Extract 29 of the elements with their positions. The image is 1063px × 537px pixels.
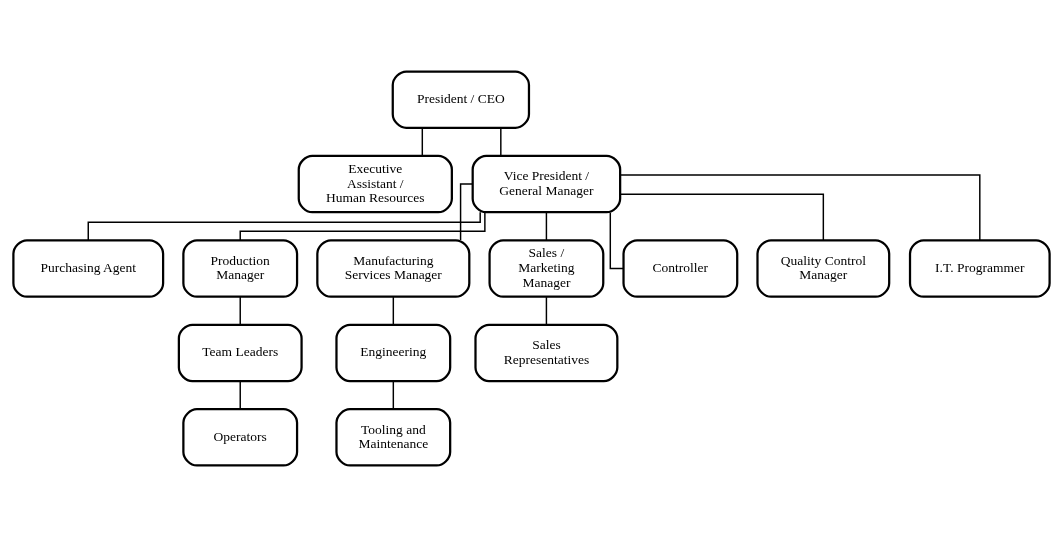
- connector: [392, 380, 395, 410]
- node-box: Sales Representatives: [474, 323, 619, 383]
- node-box: President / CEO: [391, 70, 531, 129]
- connector: [545, 296, 548, 326]
- connector: [619, 193, 825, 241]
- node-box: Tooling and Maintenance: [335, 408, 452, 467]
- node-box: Manufacturing Services Manager: [316, 239, 471, 298]
- node-box: Quality Control Manager: [756, 239, 891, 298]
- node-box: Production Manager: [182, 239, 299, 298]
- connector: [239, 296, 241, 326]
- node-box: Engineering: [335, 323, 452, 383]
- connector: [392, 296, 395, 326]
- node-box: I.T. Programmer: [908, 239, 1051, 298]
- connector: [421, 127, 424, 157]
- connector: [609, 211, 625, 270]
- connector: [459, 183, 474, 241]
- node-box: Team Leaders: [177, 323, 303, 383]
- connector: [500, 127, 502, 157]
- node-box: Purchasing Agent: [12, 239, 165, 298]
- node-box: Sales / Marketing Manager: [488, 239, 605, 298]
- node-box: Controller: [622, 239, 739, 298]
- connector: [545, 211, 548, 241]
- connector: [239, 380, 241, 410]
- node-box: Operators: [182, 408, 299, 467]
- node-box: Executive Assistant / Human Resources: [297, 154, 453, 214]
- connector: [87, 211, 481, 241]
- node-box: Vice President / General Manager: [471, 154, 622, 214]
- connector: [239, 211, 486, 242]
- connector: [619, 174, 981, 241]
